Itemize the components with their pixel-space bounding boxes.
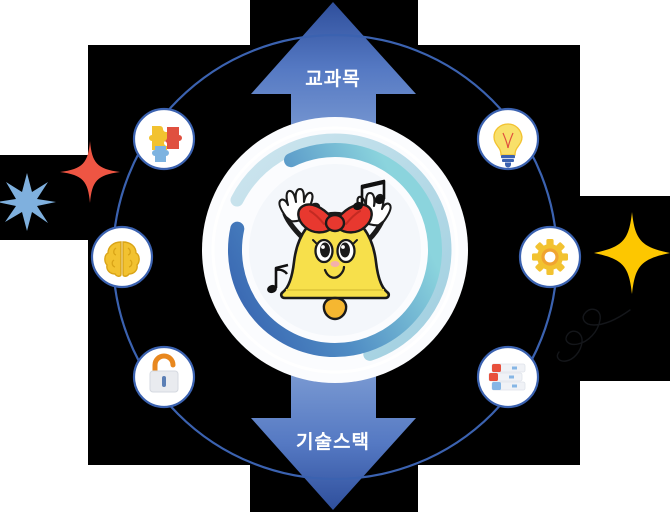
node-unlock[interactable] — [132, 345, 196, 409]
up-arrow: 교과목 — [251, 2, 416, 150]
bell-mascot — [267, 179, 392, 321]
books-icon — [488, 363, 526, 391]
center-ring-soft — [218, 133, 452, 367]
squiggle-doodle-icon — [556, 308, 631, 362]
yellow-sparkle-star-icon — [594, 212, 670, 294]
node-puzzle[interactable] — [132, 107, 196, 171]
center-outer-edge — [211, 126, 459, 374]
mascot-bow — [297, 203, 373, 234]
mascot-clapper — [322, 296, 348, 321]
mascot-eyes — [312, 238, 358, 264]
mascot-mouth — [323, 265, 346, 279]
puzzle-icon — [149, 126, 182, 162]
music-note-pair-icon — [353, 179, 386, 211]
center-ring-progress — [228, 143, 442, 357]
music-note-single-icon — [267, 263, 289, 294]
node-brain-circle[interactable] — [90, 225, 154, 289]
red-sparkle-star-icon — [60, 141, 120, 203]
unlock-icon — [149, 353, 179, 393]
gear-icon — [532, 239, 568, 275]
down-arrow-label: 기술스택 — [296, 431, 370, 453]
down-arrow: 기술스택 — [251, 362, 416, 510]
lightbulb-icon — [493, 123, 523, 168]
node-books[interactable] — [476, 345, 540, 409]
up-arrow-label: 교과목 — [305, 68, 360, 90]
node-gear[interactable] — [518, 225, 582, 289]
blue-eight-point-star-icon — [0, 173, 56, 231]
node-lightbulb[interactable] — [476, 107, 540, 171]
node-brain[interactable] — [90, 225, 154, 289]
brain-icon — [104, 241, 140, 277]
mascot-blush — [330, 261, 340, 267]
transparent-backdrop-right — [579, 196, 670, 381]
